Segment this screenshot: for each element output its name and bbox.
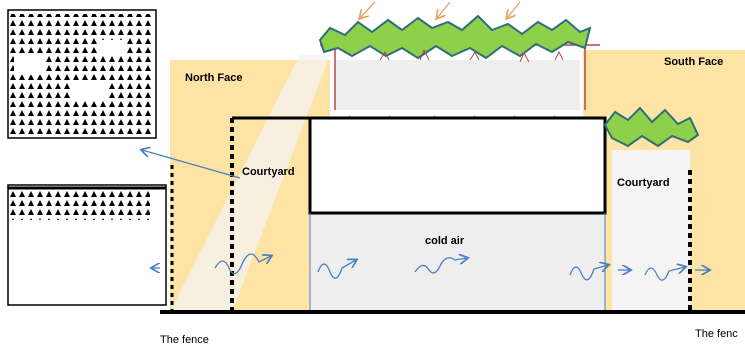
north-face-sun-zone	[170, 55, 330, 312]
triangle-pattern-inset-top	[7, 9, 157, 139]
north-face-label: North Face	[185, 72, 243, 84]
triangle-pattern-inset-bottom	[7, 184, 167, 306]
fence-left-label: The fence	[160, 334, 209, 346]
cold-air-flow-arrows	[152, 254, 709, 281]
rooftop-garden	[318, 14, 600, 121]
courtyard-right-label: Courtyard	[617, 177, 670, 189]
courtyard-left-area	[170, 116, 310, 312]
fence-right-label: The fenc	[695, 328, 738, 340]
inset-pointer-arrow	[142, 150, 241, 179]
cold-air-label: cold air	[425, 235, 465, 247]
south-face-label: South Face	[664, 56, 724, 68]
sun-arrows	[360, 1, 521, 18]
courtyard-left-label: Courtyard	[242, 166, 295, 178]
building-upper-floor	[308, 116, 607, 215]
ground-floor	[310, 213, 605, 312]
courtyard-right-area	[603, 106, 700, 312]
